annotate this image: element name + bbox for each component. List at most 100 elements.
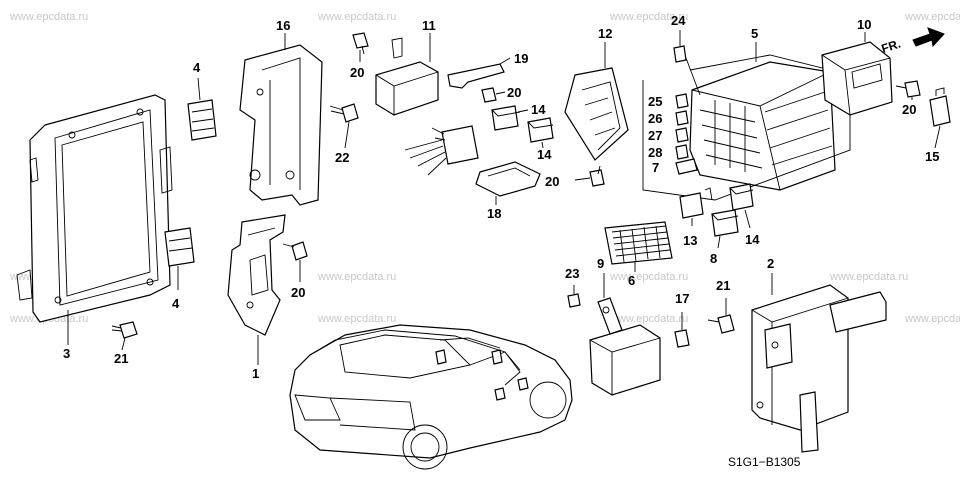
- fuse-part-27[interactable]: [675, 127, 689, 143]
- watermark: www.epcdata.ru: [904, 313, 960, 325]
- bolt-part-20-e[interactable]: [895, 80, 921, 98]
- bolt-part-20-b[interactable]: [352, 32, 369, 55]
- relay-part-8[interactable]: [711, 209, 739, 237]
- watermark: www.epcdata.ru: [317, 11, 396, 23]
- leader-19: [499, 57, 511, 65]
- vehicle-location-illustration: [289, 324, 573, 470]
- front-arrow-label: FR.: [880, 37, 903, 56]
- callout-21-right: 21: [716, 278, 730, 293]
- callout-20-a: 20: [291, 285, 305, 300]
- callout-26: 26: [648, 111, 662, 126]
- wire-connector[interactable]: [404, 125, 479, 176]
- bolt-part-20-a[interactable]: [282, 241, 308, 261]
- nut-part-17[interactable]: [674, 329, 690, 348]
- watermark: www.epcdata.ru: [9, 11, 88, 23]
- watermark: www.epcdata.ru: [609, 11, 688, 23]
- bolt-part-21-left[interactable]: [111, 321, 138, 339]
- callout-20-e: 20: [902, 102, 916, 117]
- fuse-part-26[interactable]: [675, 110, 689, 126]
- clip-part-4-upper[interactable]: [187, 99, 217, 141]
- watermark: www.epcdata.ru: [904, 11, 960, 23]
- relay-part-15[interactable]: [929, 87, 951, 127]
- callout-19: 19: [514, 51, 528, 66]
- watermark: www.epcdata.ru: [829, 271, 908, 283]
- callout-6: 6: [628, 273, 635, 288]
- callout-4-lower: 4: [172, 296, 180, 311]
- callout-18: 18: [487, 206, 501, 221]
- callout-17: 17: [675, 291, 689, 306]
- diagram-code: S1G1−B1305: [728, 455, 801, 469]
- watermark: www.epcdata.ru: [609, 271, 688, 283]
- unit-part-10[interactable]: [821, 41, 893, 116]
- clip-part-4-lower[interactable]: [164, 227, 195, 267]
- callout-11: 11: [422, 18, 436, 33]
- fuse-box-group-frame: [642, 54, 851, 201]
- relay-part-14-c[interactable]: [729, 183, 754, 211]
- callout-15: 15: [925, 149, 939, 164]
- callout-25: 25: [648, 94, 662, 109]
- relay-part-14-b[interactable]: [527, 117, 554, 143]
- arrow-icon: [912, 27, 945, 48]
- callout-8: 8: [710, 251, 717, 266]
- callout-14-c: 14: [745, 232, 760, 247]
- leader-20-c: [495, 91, 506, 95]
- module-part-12[interactable]: [564, 67, 629, 161]
- watermark: www.epcdata.ru: [317, 313, 396, 325]
- module-part-2[interactable]: [751, 284, 887, 453]
- bracket-part-16[interactable]: [239, 44, 323, 206]
- fuse-part-25[interactable]: [675, 93, 689, 109]
- callout-22: 22: [335, 150, 349, 165]
- control-unit-part-9[interactable]: [589, 297, 661, 396]
- leader-22: [344, 121, 350, 149]
- bracket-part-19[interactable]: [447, 63, 505, 89]
- bolt-part-20-d[interactable]: [589, 165, 605, 187]
- callout-3: 3: [63, 346, 70, 361]
- ecu-bracket-frame-part-3[interactable]: [16, 94, 173, 323]
- relay-part-14-a[interactable]: [491, 105, 521, 131]
- leader-14-c: [744, 209, 751, 229]
- callout-10: 10: [857, 17, 871, 32]
- callout-23: 23: [565, 266, 579, 281]
- leader-14-a: [517, 109, 529, 113]
- bolt-part-20-c[interactable]: [481, 87, 497, 103]
- leader-24-b: [685, 57, 701, 96]
- callout-27: 27: [648, 128, 662, 143]
- callout-5: 5: [751, 26, 758, 41]
- fuse-part-24[interactable]: [673, 45, 687, 63]
- callout-24: 24: [671, 13, 686, 28]
- leader-21-left: [121, 337, 126, 351]
- watermark: www.epcdata.ru: [609, 313, 688, 325]
- tray-part-18[interactable]: [475, 161, 541, 197]
- callout-4-upper: 4: [193, 60, 201, 75]
- fuse-part-7[interactable]: [675, 158, 698, 175]
- relay-part-13[interactable]: [679, 187, 713, 219]
- leader-4-upper: [197, 77, 201, 101]
- fuse-box-part-5[interactable]: [689, 61, 836, 191]
- leader-15: [934, 125, 941, 149]
- callout-9: 9: [597, 256, 604, 271]
- callout-12: 12: [598, 26, 612, 41]
- watermark: www.epcdata.ru: [317, 271, 396, 283]
- relay-part-11[interactable]: [375, 37, 439, 116]
- callout-20-d: 20: [545, 174, 559, 189]
- bolt-part-21-right[interactable]: [707, 314, 735, 334]
- callout-14-b: 14: [537, 147, 552, 162]
- label-sheet-part-6[interactable]: [604, 221, 673, 265]
- bracket-part-1[interactable]: [227, 214, 286, 336]
- callout-7: 7: [652, 160, 659, 175]
- callout-1: 1: [252, 366, 259, 381]
- callout-21-left: 21: [114, 351, 128, 366]
- bolt-part-22[interactable]: [329, 103, 359, 123]
- callout-16: 16: [276, 18, 290, 33]
- leader-8: [717, 235, 721, 249]
- fuse-part-28[interactable]: [675, 144, 689, 160]
- callout-2: 2: [767, 256, 774, 271]
- callout-14-a: 14: [531, 102, 546, 117]
- callout-28: 28: [648, 145, 662, 160]
- leader-20-d: [574, 177, 591, 181]
- callout-20-c: 20: [507, 85, 521, 100]
- callout-13: 13: [683, 233, 697, 248]
- leader-14-b: [541, 141, 544, 149]
- screw-part-23[interactable]: [567, 293, 581, 308]
- callout-20-b: 20: [350, 65, 364, 80]
